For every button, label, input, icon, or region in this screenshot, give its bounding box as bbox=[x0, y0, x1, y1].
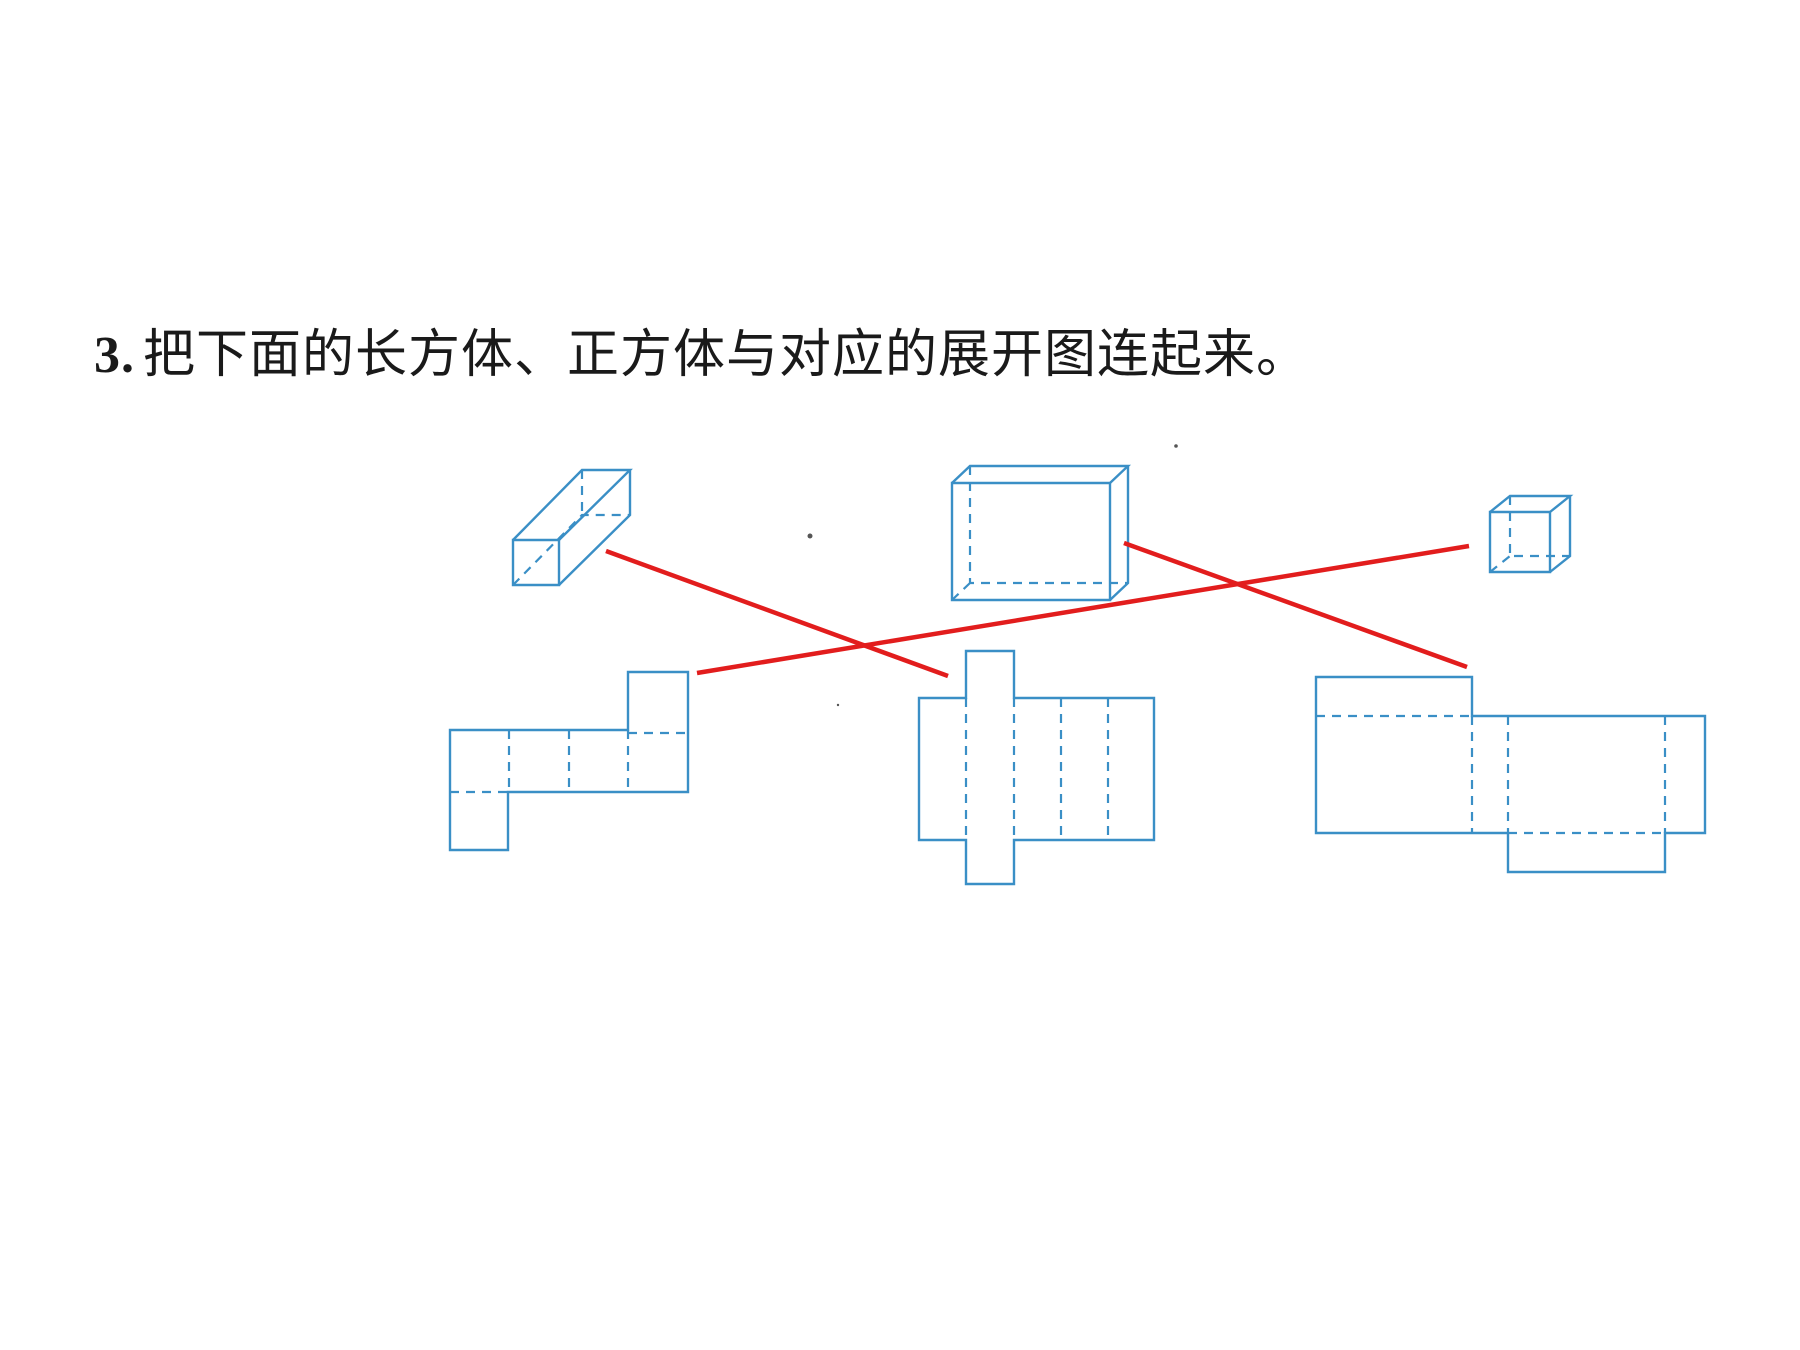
scan-specks bbox=[807, 444, 1178, 707]
answer-lines bbox=[605, 540, 1470, 679]
question-number: 3. bbox=[94, 327, 135, 384]
question-text: 3.把下面的长方体、正方体与对应的展开图连起来。 bbox=[94, 312, 1309, 387]
net-large-cuboid bbox=[1314, 675, 1707, 874]
connection-line-small-cube bbox=[696, 543, 1470, 676]
connection-line-long-cuboid bbox=[605, 548, 949, 679]
solid-small-cube bbox=[1488, 494, 1574, 574]
connection-line-large-cuboid bbox=[1123, 540, 1468, 670]
net-long-thin-cuboid bbox=[917, 649, 1156, 886]
solid-long-thin-cuboid bbox=[511, 468, 633, 587]
solid-large-cuboid bbox=[950, 464, 1132, 602]
question-instruction: 把下面的长方体、正方体与对应的展开图连起来。 bbox=[143, 325, 1310, 385]
net-cube bbox=[448, 670, 690, 852]
